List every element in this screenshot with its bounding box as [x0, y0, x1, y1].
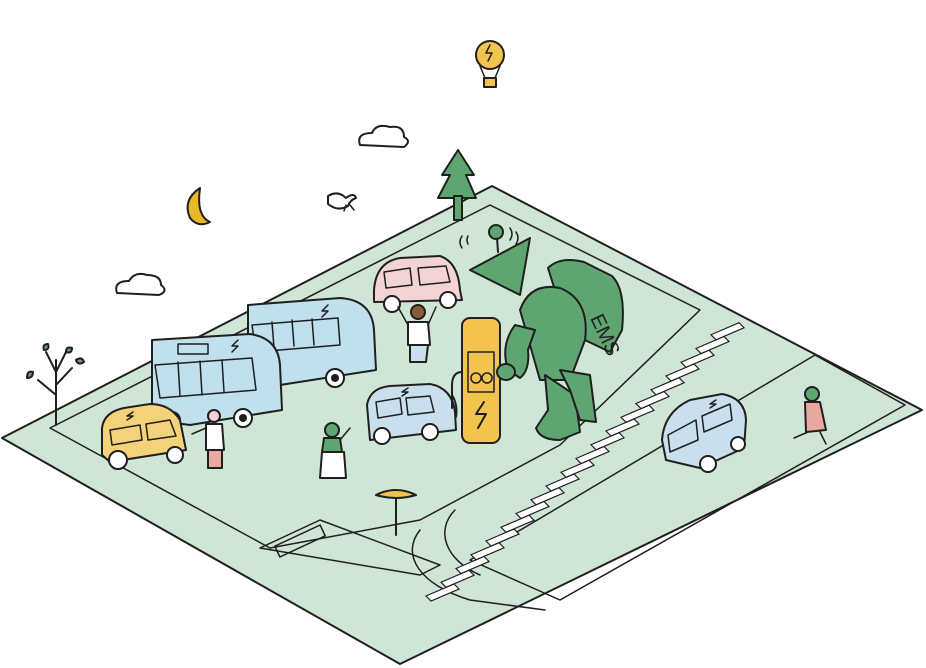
crosswalk-stripe	[499, 514, 536, 533]
car-blue-right	[661, 393, 747, 473]
lightning-icon	[475, 401, 487, 429]
crosswalk-stripe	[424, 583, 461, 602]
crosswalk-stripe	[604, 418, 641, 437]
person-waving	[191, 409, 225, 469]
car-pink	[373, 255, 463, 313]
crosswalk-stripe	[529, 487, 566, 506]
crosswalk-stripe	[694, 335, 731, 355]
crosswalk-stripe	[469, 542, 506, 561]
pine-tree-icon	[437, 149, 477, 221]
crosswalk-stripe	[619, 404, 656, 423]
crosswalk-stripe	[454, 555, 491, 575]
bare-tree-icon	[26, 343, 85, 426]
crosswalk-stripe	[664, 363, 701, 382]
bus-front	[151, 333, 283, 429]
ems-robot: EMS	[459, 224, 624, 441]
crosswalk-stripe	[634, 390, 671, 410]
car-yellow	[101, 403, 187, 470]
crosswalk-stripe	[514, 500, 551, 520]
hot-air-balloon-icon	[475, 40, 505, 88]
crosswalk-stripe	[589, 432, 626, 451]
car-blue-center	[366, 383, 458, 445]
crosswalk	[424, 322, 746, 602]
crosswalk-stripe	[649, 377, 686, 396]
person-lifting-arms	[397, 304, 437, 363]
crosswalk-stripe	[574, 445, 611, 465]
street-lamp-icon	[375, 489, 417, 536]
crosswalk-stripe	[439, 569, 476, 588]
person-green-coat	[319, 422, 351, 479]
cloud-icon	[358, 124, 409, 148]
crosswalk-stripe	[484, 528, 521, 547]
moon-icon	[186, 187, 211, 226]
crosswalk-stripe	[679, 349, 716, 368]
bird-icon	[327, 192, 357, 212]
crosswalk-stripe	[709, 322, 746, 341]
cloud-icon	[115, 272, 166, 296]
charging-station	[451, 317, 501, 444]
person-walking	[793, 386, 827, 445]
crosswalk-stripe	[559, 459, 596, 478]
crosswalk-stripe	[544, 473, 581, 492]
